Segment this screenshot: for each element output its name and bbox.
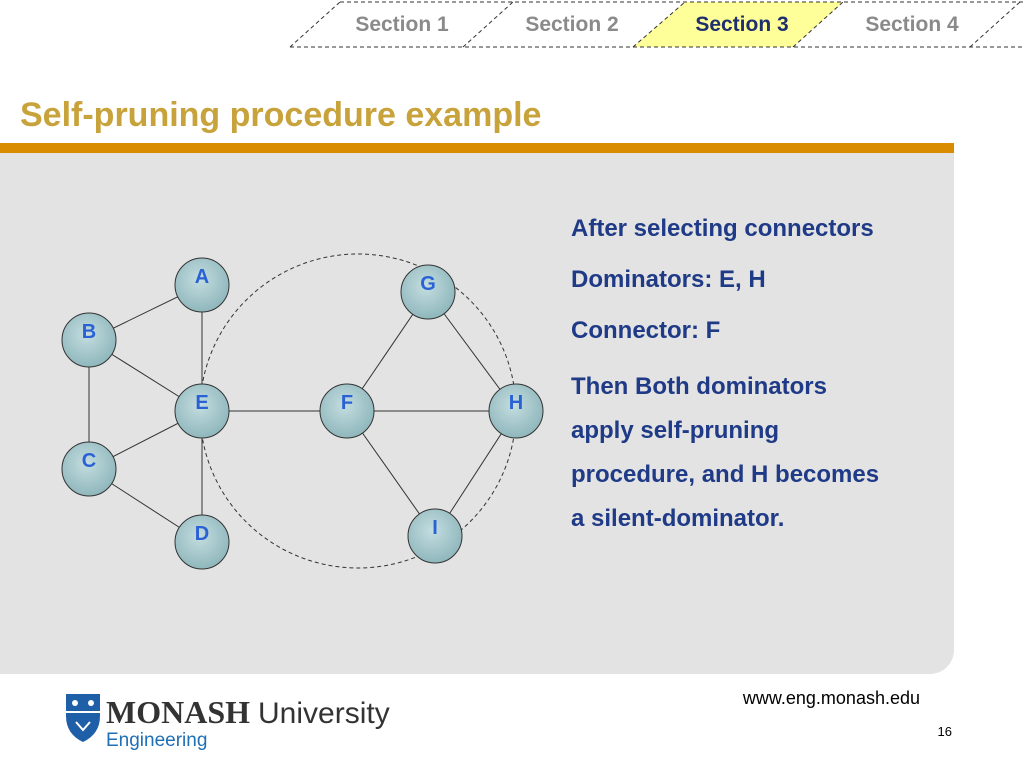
explanation-text: After selecting connectors Dominators: E… [571, 212, 951, 541]
connector-line: Connector: F [571, 317, 721, 344]
node-label: B [82, 321, 96, 343]
footer-url[interactable]: www.eng.monash.edu [742, 688, 920, 708]
dominators-line: Dominators: E, H [571, 266, 766, 293]
node-label: F [341, 392, 353, 414]
section-tabs: Section 1 Section 2 Section 3 Section 4 [0, 0, 1024, 55]
node-label: A [195, 266, 209, 288]
university-logo: MONASH University Engineering [66, 694, 390, 751]
page-number: 16 [937, 724, 952, 739]
monash-logo: MONASH University Engineering [64, 690, 404, 755]
node-label: E [195, 392, 208, 414]
node-circle [174, 514, 230, 570]
node-circle [488, 383, 544, 439]
tab-section-4[interactable]: Section 4 [865, 13, 959, 36]
graph-nodes: A B C D E F G H I [61, 257, 544, 570]
graph-edges [88, 284, 517, 543]
tab-strip-outline [289, 1, 1024, 48]
node-label: H [509, 392, 523, 414]
logo-subtitle: Engineering [106, 730, 207, 750]
paragraph-line: apply self-pruning [571, 417, 780, 444]
title-divider [0, 143, 954, 153]
node-b: B [61, 312, 117, 368]
node-circle [400, 264, 456, 320]
slide-title: Self-pruning procedure example [20, 96, 542, 134]
node-g: G [400, 264, 456, 320]
network-graph: A B C D E F G H I [61, 253, 544, 570]
paragraph-line: a silent-dominator. [571, 505, 785, 532]
node-label: D [195, 523, 209, 545]
paragraph-line: Then Both dominators [571, 373, 827, 400]
node-label: C [82, 450, 96, 472]
node-i: I [407, 508, 463, 564]
tab-active-background [633, 2, 843, 47]
content-panel: A B C D E F G H I [0, 153, 954, 674]
tab-section-3[interactable]: Section 3 [695, 13, 789, 36]
node-a: A [174, 257, 230, 313]
node-c: C [61, 441, 117, 497]
tab-section-2[interactable]: Section 2 [525, 13, 619, 36]
node-h: H [488, 383, 544, 439]
self-pruning-paragraph: Then Both dominators apply self-pruning … [571, 365, 951, 541]
logo-word-university: University [258, 697, 390, 730]
node-circle [174, 383, 230, 439]
connector-selection-line: After selecting connectors [571, 215, 874, 242]
tab-section-1[interactable]: Section 1 [355, 13, 449, 36]
node-f: F [319, 383, 375, 439]
crest-icon [66, 694, 100, 742]
logo-word-monash: MONASH [106, 694, 250, 730]
node-circle [174, 257, 230, 313]
node-d: D [174, 514, 230, 570]
node-e: E [174, 383, 230, 439]
node-label: G [420, 273, 436, 295]
node-circle [61, 441, 117, 497]
node-circle [319, 383, 375, 439]
paragraph-line: procedure, and H becomes [571, 461, 880, 488]
node-label: I [432, 517, 438, 539]
node-circle [61, 312, 117, 368]
node-circle [407, 508, 463, 564]
tab-strip [289, 1, 1024, 48]
